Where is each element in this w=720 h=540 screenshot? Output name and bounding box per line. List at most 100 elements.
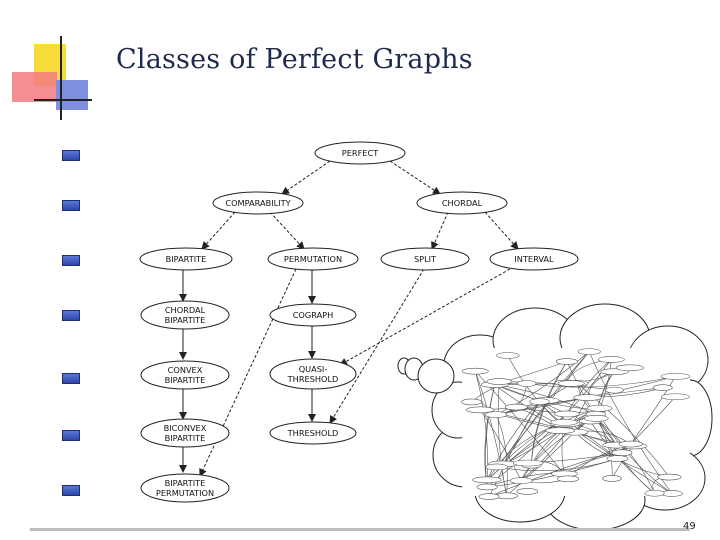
bullet-marker bbox=[62, 310, 80, 321]
bubble-graph-node bbox=[529, 398, 550, 405]
node-convex-bipartite-label-line2: BIPARTITE bbox=[165, 375, 206, 385]
bubble-graph-node bbox=[516, 488, 539, 495]
node-cograph-label: COGRAPH bbox=[293, 310, 334, 320]
node-quasi-threshold: QUASI- THRESHOLD bbox=[269, 358, 357, 390]
node-chordal-label: CHORDAL bbox=[442, 198, 483, 208]
bubble-graph-node bbox=[615, 364, 644, 372]
bubble-graph-node bbox=[606, 455, 629, 462]
node-bipartite-label: BIPARTITE bbox=[166, 254, 207, 264]
bubble-graph-node bbox=[496, 352, 520, 359]
bubble-graph-node bbox=[577, 348, 601, 355]
bubble-graph-edge bbox=[480, 409, 522, 481]
bubble-graph-node bbox=[661, 393, 690, 401]
bubble-graph-edge bbox=[487, 458, 618, 488]
bubble-graph-edge bbox=[521, 397, 588, 481]
node-bipartite-permutation-label-line2: PERMUTATION bbox=[156, 488, 214, 498]
bubble-graph-node bbox=[657, 473, 682, 481]
bubble-graph-node bbox=[557, 380, 585, 387]
bubble-graph-edge bbox=[495, 414, 508, 496]
node-convex-bipartite-label-line1: CONVEX bbox=[168, 365, 203, 375]
node-perfect: PERFECT bbox=[314, 141, 406, 165]
node-interval-label: INTERVAL bbox=[514, 254, 554, 264]
bubble-graph-edge bbox=[630, 376, 676, 445]
node-threshold-label: THRESHOLD bbox=[287, 428, 339, 438]
bubble-graph-node bbox=[545, 427, 576, 434]
node-biconvex-bipartite: BICONVEX BIPARTITE bbox=[140, 418, 230, 448]
bullet-marker bbox=[62, 200, 80, 211]
node-split-label: SPLIT bbox=[414, 254, 437, 264]
node-convex-bipartite: CONVEX BIPARTITE bbox=[140, 360, 230, 390]
bubble-graph-node bbox=[661, 490, 683, 497]
template-deco-horizontal-line bbox=[34, 99, 92, 101]
bubble-graph-node bbox=[605, 386, 624, 394]
bubble-graph-node bbox=[512, 459, 544, 467]
edge-comparability-bipartite bbox=[201, 211, 236, 250]
template-deco-vertical-line bbox=[60, 36, 62, 120]
bubble-graph-node bbox=[517, 380, 537, 387]
bubble-graph-node bbox=[461, 367, 489, 375]
bubble-graph-node bbox=[611, 449, 633, 456]
bullet-marker bbox=[62, 373, 80, 384]
node-bipartite-permutation-label-line1: BIPARTITE bbox=[165, 478, 206, 488]
bubble-graph-node bbox=[466, 406, 495, 414]
bubble-graph-node bbox=[598, 356, 625, 363]
node-chordal-bipartite-label-line2: BIPARTITE bbox=[165, 315, 206, 325]
node-bipartite: BIPARTITE bbox=[139, 247, 233, 271]
edge-perfect-chordal bbox=[389, 160, 441, 195]
node-biconvex-bipartite-label-line1: BICONVEX bbox=[164, 423, 207, 433]
footer-divider bbox=[30, 528, 690, 531]
bubble-graph-node bbox=[509, 477, 533, 484]
edge-split-threshold bbox=[329, 268, 425, 424]
bubble-graph-node bbox=[660, 373, 691, 380]
bubble-graph-node bbox=[461, 398, 482, 406]
bubble-graph-edge bbox=[486, 401, 540, 480]
node-split: SPLIT bbox=[380, 247, 470, 271]
bubble-graph-edge bbox=[495, 351, 590, 415]
thought-bubble-dot-large bbox=[417, 358, 455, 394]
bullet-marker bbox=[62, 255, 80, 266]
template-deco-red-block bbox=[12, 72, 57, 102]
bubble-graph-node bbox=[652, 384, 673, 391]
node-comparability: COMPARABILITY bbox=[212, 191, 304, 215]
bubble-graph-node bbox=[550, 419, 579, 426]
bubble-graph-node bbox=[478, 493, 500, 500]
node-bipartite-permutation: BIPARTITE PERMUTATION bbox=[140, 473, 230, 503]
bubble-graph-node bbox=[554, 410, 580, 418]
node-quasi-threshold-label-line1: QUASI- bbox=[299, 364, 328, 374]
bubble-graph-node bbox=[472, 476, 502, 484]
node-permutation-label: PERMUTATION bbox=[284, 254, 342, 264]
node-chordal-bipartite-label-line1: CHORDAL bbox=[165, 305, 206, 315]
node-interval: INTERVAL bbox=[489, 247, 579, 271]
bubble-graph-node bbox=[644, 489, 665, 497]
thought-bubble-dense-graph bbox=[461, 348, 691, 500]
bubble-graph-edge bbox=[480, 376, 676, 411]
page-number: 49 bbox=[683, 521, 696, 532]
node-chordal-bipartite: CHORDAL BIPARTITE bbox=[140, 300, 230, 330]
node-comparability-label: COMPARABILITY bbox=[225, 198, 291, 208]
bubble-graph-node bbox=[584, 415, 609, 422]
bubble-graph-node bbox=[476, 483, 498, 491]
bubble-graph-edge bbox=[475, 370, 569, 480]
bubble-graph-edge bbox=[530, 361, 568, 466]
node-permutation: PERMUTATION bbox=[267, 247, 359, 271]
bubble-graph-node bbox=[484, 411, 508, 418]
bubble-graph-edge bbox=[502, 409, 597, 465]
bullet-marker bbox=[62, 430, 80, 441]
edge-chordal-split bbox=[431, 211, 449, 250]
bubble-graph-node bbox=[618, 440, 643, 448]
node-perfect-label: PERFECT bbox=[342, 148, 379, 158]
bubble-graph-edge bbox=[488, 401, 540, 497]
bubble-graph-edge bbox=[474, 371, 507, 496]
thought-bubble bbox=[397, 303, 713, 531]
bubble-graph-node bbox=[573, 394, 602, 401]
bubble-graph-edge bbox=[566, 359, 612, 415]
bullet-marker bbox=[62, 485, 80, 496]
bubble-graph-node bbox=[602, 475, 622, 482]
node-threshold: THRESHOLD bbox=[269, 421, 357, 445]
bubble-graph-node bbox=[486, 378, 512, 385]
bubble-graph-node bbox=[555, 358, 578, 365]
bubble-graph-node bbox=[485, 463, 509, 471]
bubble-graph-node bbox=[557, 475, 580, 483]
node-quasi-threshold-label-line2: THRESHOLD bbox=[287, 374, 339, 384]
bubble-graph-node bbox=[504, 403, 528, 411]
